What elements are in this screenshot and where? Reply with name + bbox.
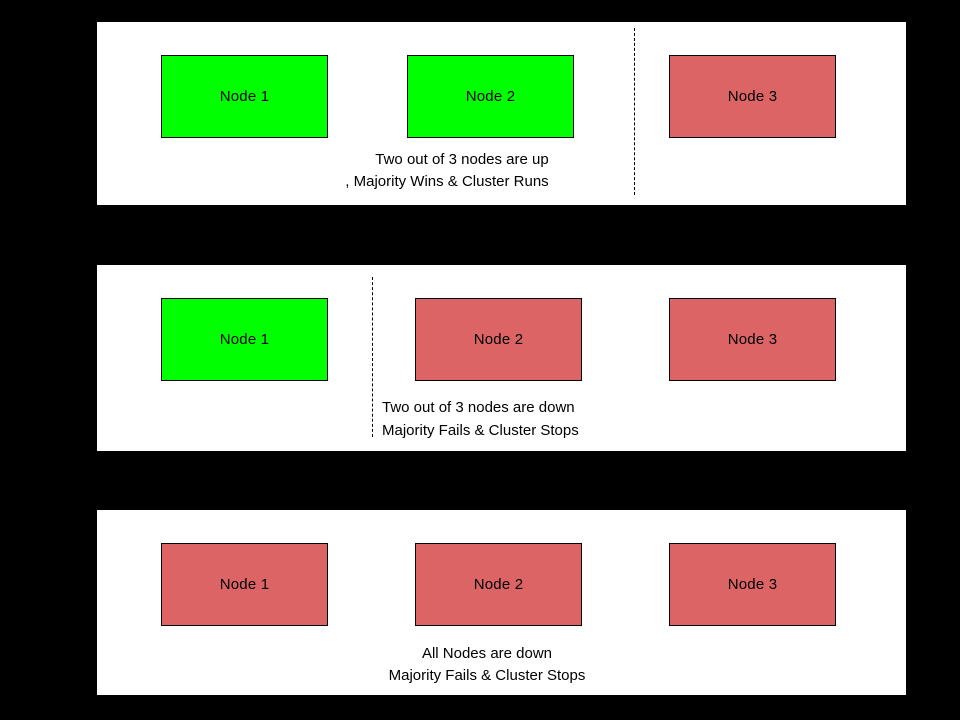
panel-caption-line-2: Majority Fails & Cluster Stops [382,422,579,439]
node-box-1[interactable]: Node 1 [161,298,328,381]
panel-caption-line-2: Majority Fails & Cluster Stops [388,667,586,684]
node-label: Node 1 [219,331,270,348]
node-box-1[interactable]: Node 1 [161,543,328,626]
node-label: Node 2 [473,576,524,593]
panel-caption-line-2: , Majority Wins & Cluster Runs [345,173,549,190]
panel-two-down: Node 1 Node 2 Node 3 Two out of 3 nodes … [97,265,906,451]
node-box-2[interactable]: Node 2 [415,543,582,626]
node-label: Node 1 [219,576,270,593]
quorum-divider-dashed [372,277,373,437]
node-label: Node 1 [219,88,270,105]
node-label: Node 2 [473,331,524,348]
node-label: Node 2 [465,88,516,105]
node-box-3[interactable]: Node 3 [669,55,836,138]
node-label: Node 3 [727,331,778,348]
panel-caption-line-1: Two out of 3 nodes are down [382,399,575,416]
panel-caption-line-1: Two out of 3 nodes are up [375,151,549,168]
panel-all-down: Node 1 Node 2 Node 3 All Nodes are down … [97,510,906,695]
node-box-2[interactable]: Node 2 [415,298,582,381]
panel-caption-line-1: All Nodes are down [421,645,553,662]
node-box-1[interactable]: Node 1 [161,55,328,138]
node-label: Node 3 [727,576,778,593]
node-box-2[interactable]: Node 2 [407,55,574,138]
node-box-3[interactable]: Node 3 [669,298,836,381]
node-box-3[interactable]: Node 3 [669,543,836,626]
panel-two-up: Node 1 Node 2 Node 3 Two out of 3 nodes … [97,22,906,205]
quorum-divider-dashed [634,28,635,195]
node-label: Node 3 [727,88,778,105]
